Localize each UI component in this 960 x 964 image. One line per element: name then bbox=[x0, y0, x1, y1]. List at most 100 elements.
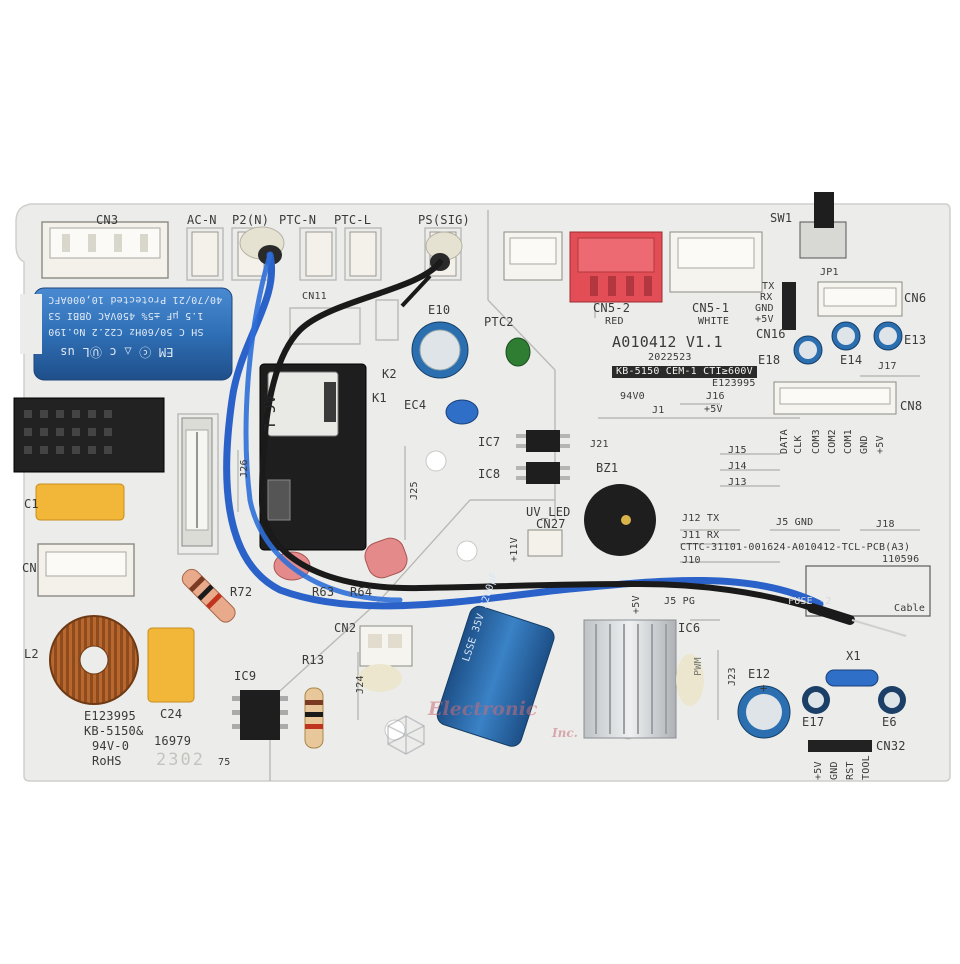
resistor-r13 bbox=[304, 687, 324, 749]
label-cn5-2: CN5-2 bbox=[593, 301, 631, 315]
inductor-l2 bbox=[49, 615, 139, 705]
connector-cn32[interactable] bbox=[808, 740, 872, 752]
connector-cn5-1[interactable] bbox=[669, 231, 763, 293]
label-cn32-tool: TOOL bbox=[861, 755, 872, 780]
label-j13: J13 bbox=[728, 477, 747, 488]
connector-cn5-2[interactable] bbox=[569, 231, 663, 303]
label-j26: J26 bbox=[239, 459, 250, 478]
label-j14: J14 bbox=[728, 461, 747, 472]
capacitor-e18 bbox=[793, 335, 823, 365]
label-cn5-2-color: RED bbox=[605, 316, 624, 327]
x2-marks: EM ⓒ △ c ⓊL us bbox=[60, 345, 174, 359]
connector-cn16[interactable] bbox=[782, 282, 796, 330]
capacitor-e17 bbox=[802, 686, 830, 714]
label-cn32-gnd: GND bbox=[829, 761, 840, 780]
label-j1: J1 bbox=[652, 405, 665, 416]
watermark-electronic: Electronic bbox=[428, 698, 538, 720]
label-p2-n: P2(N) bbox=[232, 213, 270, 227]
label-c1: C1 bbox=[24, 497, 39, 511]
label-r63: R63 bbox=[312, 585, 335, 599]
cert-line-2: KB-5150& bbox=[84, 724, 144, 738]
label-j10: J10 bbox=[682, 555, 701, 566]
board-flammability: 94V0 bbox=[620, 391, 645, 402]
label-cn8-com2: COM2 bbox=[827, 429, 838, 454]
fuse bbox=[181, 417, 213, 547]
label-e10: E10 bbox=[428, 303, 451, 317]
label-j5-gnd: J5 GND bbox=[776, 517, 814, 528]
label-cn8-clk: CLK bbox=[793, 435, 804, 454]
label-ic6: IC6 bbox=[678, 621, 701, 635]
label-ic7: IC7 bbox=[478, 435, 501, 449]
label-j16-sub: +5V bbox=[704, 404, 723, 415]
capacitor-bulk bbox=[436, 605, 555, 747]
label-cn32-5v: +5V bbox=[813, 761, 824, 780]
datecode-suffix: 75 bbox=[218, 757, 231, 768]
x2-text-line2: SH C 50/60Hz C22.2 No.190 bbox=[48, 326, 204, 337]
cert-line-3: 94V-0 bbox=[92, 739, 130, 753]
label-l2: L2 bbox=[24, 647, 39, 661]
label-e6: E6 bbox=[882, 715, 897, 729]
ptc2 bbox=[505, 337, 531, 367]
glue-blob bbox=[676, 654, 704, 706]
board-model: A010412 V1.1 bbox=[612, 333, 723, 351]
label-j11: J11 RX bbox=[682, 530, 720, 541]
board-date-code: 2022523 bbox=[648, 352, 692, 363]
label-cn5-1: CN5-1 bbox=[692, 301, 730, 315]
label-ptc-n: PTC-N bbox=[279, 213, 317, 227]
board-material: KB-5150 CEM-1 CTI≥600V bbox=[612, 366, 757, 378]
x2-text-line1: 1.5 μF ±5% 450VAC QBBI S3 bbox=[48, 310, 204, 321]
capacitor-e12 bbox=[737, 685, 791, 739]
label-r13: R13 bbox=[302, 653, 325, 667]
label-k1: K1 bbox=[372, 391, 387, 405]
connector-cn-left[interactable] bbox=[37, 543, 135, 597]
connector-cn8[interactable] bbox=[773, 381, 897, 415]
cert-number: 16979 bbox=[154, 734, 192, 748]
label-c24: C24 bbox=[160, 707, 183, 721]
x2-text-line3: 40/70/21 Protected 10,000AFC bbox=[48, 294, 223, 305]
connector-cn6[interactable] bbox=[817, 281, 903, 317]
ic9 bbox=[232, 690, 288, 740]
label-5v: +5V bbox=[631, 595, 642, 614]
label-ic9: IC9 bbox=[234, 669, 257, 683]
label-j23: J23 bbox=[727, 667, 738, 686]
wire-blue-main bbox=[223, 251, 824, 610]
capacitor-e14 bbox=[831, 321, 861, 351]
label-cn16-gnd: GND bbox=[755, 303, 774, 314]
label-fuse-tag: FUSE -2 bbox=[788, 596, 832, 607]
label-cn16: CN16 bbox=[756, 327, 786, 341]
watermark-cube-icon bbox=[387, 715, 425, 755]
label-cn32: CN32 bbox=[876, 739, 906, 753]
label-cn16-rx: RX bbox=[760, 292, 773, 303]
label-ac-n: AC-N bbox=[187, 213, 217, 227]
label-x1: X1 bbox=[846, 649, 861, 663]
label-cn2: CN2 bbox=[334, 621, 357, 635]
ic7 bbox=[516, 430, 570, 452]
connector-small-white[interactable] bbox=[503, 231, 563, 281]
label-j15: J15 bbox=[728, 445, 747, 456]
label-j17: J17 bbox=[878, 361, 897, 372]
board-ul-code: E123995 bbox=[712, 378, 756, 389]
label-cn-left: CN bbox=[22, 561, 37, 575]
label-ptc-l: PTC-L bbox=[334, 213, 372, 227]
mount-hole bbox=[456, 540, 478, 562]
label-j24: J24 bbox=[355, 675, 366, 694]
connector-cn3[interactable] bbox=[41, 221, 169, 279]
label-ic8: IC8 bbox=[478, 467, 501, 481]
label-r72: R72 bbox=[230, 585, 253, 599]
connector-cn27[interactable] bbox=[527, 529, 563, 557]
label-cn6: CN6 bbox=[904, 291, 927, 305]
label-k2: K2 bbox=[382, 367, 397, 381]
label-uv-led: UV_LED bbox=[526, 505, 571, 519]
x2-capacitor bbox=[20, 287, 233, 381]
label-e14: E14 bbox=[840, 353, 863, 367]
label-cn8-com3: COM3 bbox=[811, 429, 822, 454]
switch-sw1[interactable] bbox=[799, 192, 847, 259]
heatsink-ic6 bbox=[583, 619, 677, 739]
label-cn8-gnd: GND bbox=[859, 435, 870, 454]
connector-cn2[interactable] bbox=[359, 625, 413, 667]
relay-k1 bbox=[259, 363, 367, 551]
capacitor-c24 bbox=[147, 627, 195, 703]
label-cn8-5v: +5V bbox=[875, 435, 886, 454]
